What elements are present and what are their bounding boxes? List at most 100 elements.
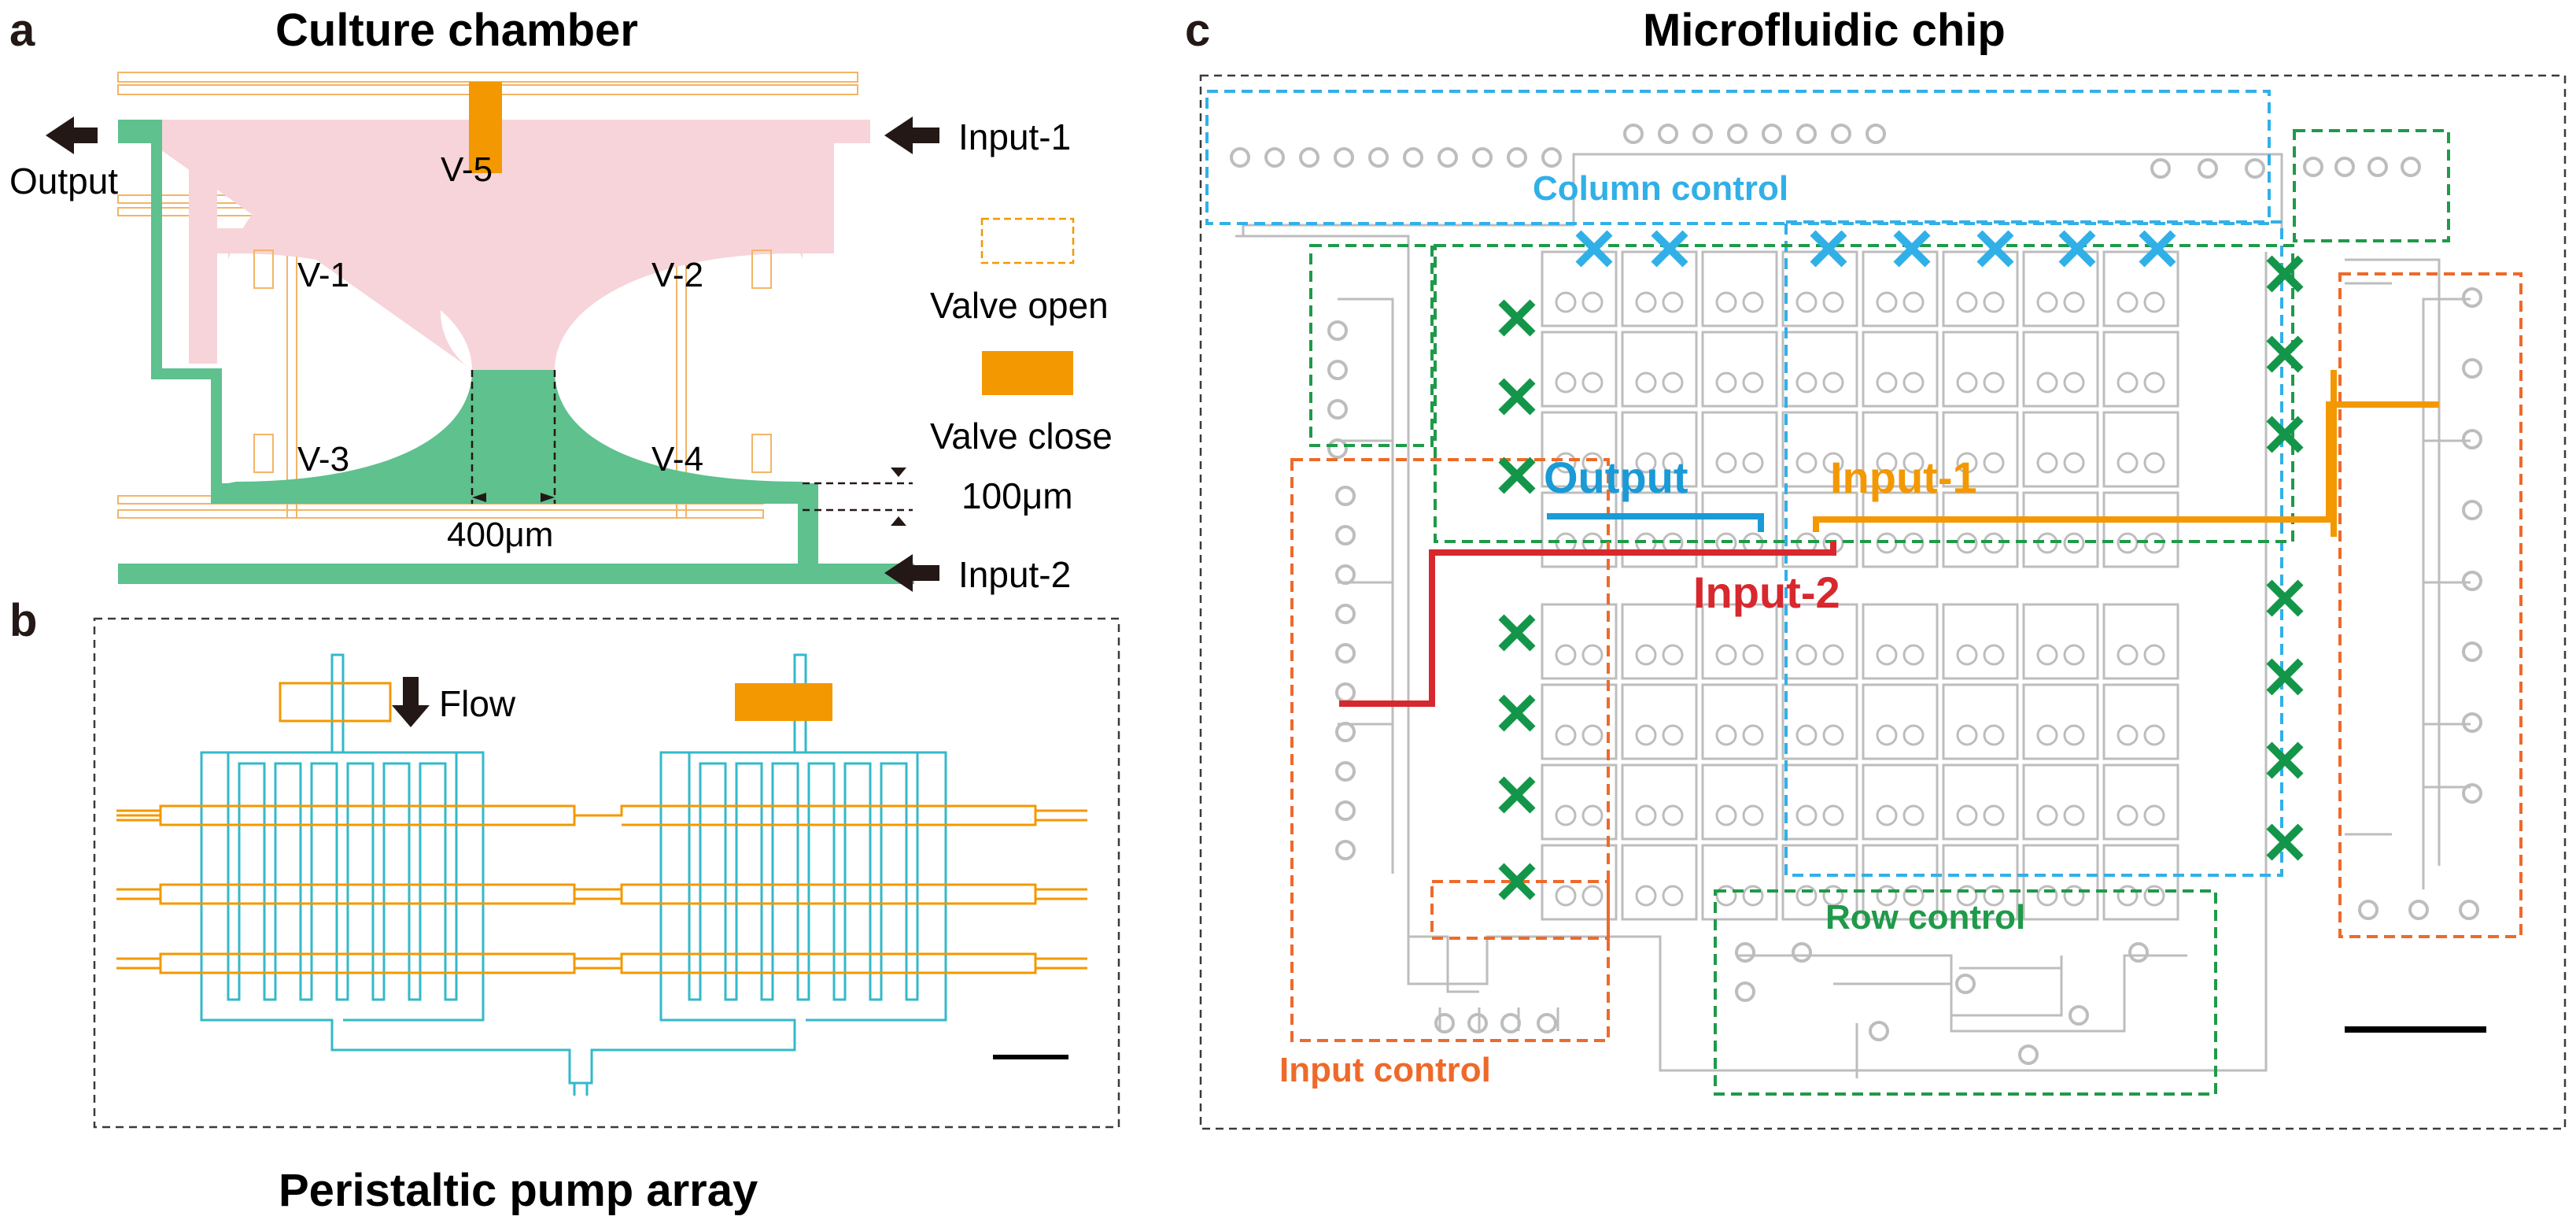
chamber-well [1715, 804, 1737, 826]
chamber-well [1822, 452, 1844, 474]
chamber-well [2063, 372, 2085, 394]
chamber-well [1635, 804, 1657, 826]
chamber-cell [1541, 763, 1618, 841]
chamber-well [1795, 644, 1818, 666]
chamber-well [2143, 452, 2165, 474]
chamber-well [1555, 804, 1577, 826]
chamber-cell [2102, 683, 2179, 760]
dim-dashes [471, 370, 913, 512]
panel-b-title: Peristaltic pump array [279, 1165, 758, 1216]
chip-routing [1235, 153, 2471, 1078]
panel-a-letter: a [9, 5, 35, 56]
chamber-cell [1942, 331, 2019, 408]
zone-boxes [1205, 90, 2522, 1096]
route-input1 [1813, 401, 2439, 532]
port [2462, 358, 2482, 379]
chamber-well [1662, 291, 1684, 313]
chamber-cell [1621, 603, 1698, 680]
chamber-cell [1621, 763, 1698, 841]
chamber-well [2117, 372, 2139, 394]
chamber-well [1555, 372, 1577, 394]
label-v4: V-4 [651, 440, 703, 479]
chamber-well [1555, 724, 1577, 746]
chamber-well [1902, 724, 1925, 746]
chamber-well [1555, 291, 1577, 313]
legend-valve-close-swatch [982, 351, 1073, 395]
chamber-cell [1942, 683, 2019, 760]
chamber-well [2117, 452, 2139, 474]
chamber-cell [2102, 411, 2179, 488]
panel-b-scalebar [993, 1055, 1068, 1059]
label-route-input2: Input-2 [1693, 567, 1840, 617]
port [1335, 722, 1356, 742]
port [1500, 1013, 1521, 1033]
valve-cross [2266, 823, 2304, 861]
chamber-well [1795, 452, 1818, 474]
chamber-cell [1862, 683, 1939, 760]
port [1368, 147, 1389, 168]
chamber-well [2143, 644, 2165, 666]
chamber-cell [1541, 603, 1618, 680]
valve-cross [1498, 614, 1536, 652]
port [1335, 761, 1356, 782]
chamber-well [2063, 532, 2085, 554]
chamber-well [2063, 452, 2085, 474]
chamber-well [1581, 291, 1604, 313]
chamber-cell [2102, 250, 2179, 327]
chamber-well [2063, 804, 2085, 826]
chamber-well [1795, 291, 1818, 313]
chamber-well [1555, 885, 1577, 907]
chamber-cell [1862, 331, 1939, 408]
zone-column-control-extension [1784, 220, 2283, 877]
chamber-well [1715, 724, 1737, 746]
valve-cross [1498, 457, 1536, 494]
chamber-cell [1541, 331, 1618, 408]
label-column-control: Column control [1533, 169, 1788, 208]
chamber-cell [1781, 331, 1858, 408]
chamber-well [1983, 372, 2005, 394]
port [1507, 147, 1527, 168]
chamber-well [2117, 291, 2139, 313]
chamber-well [1902, 885, 1925, 907]
chamber-well [1662, 724, 1684, 746]
chamber-cell [1942, 844, 2019, 921]
port [1437, 147, 1458, 168]
label-v2: V-2 [651, 256, 703, 294]
port [2303, 157, 2323, 177]
zone-top-right-green-box [2293, 129, 2450, 242]
chamber-well [1902, 644, 1925, 666]
chamber-well [1822, 291, 1844, 313]
chamber-well [1956, 804, 1978, 826]
panel-a: a Culture chamber [9, 5, 1113, 595]
valve-cross [1498, 776, 1536, 814]
chamber-cell [1862, 763, 1939, 841]
zone-row-control-box [1714, 889, 2217, 1096]
chamber-well [1822, 804, 1844, 826]
chamber-well [2117, 885, 2139, 907]
valve-cross [1575, 230, 1613, 268]
chamber-cell [1621, 411, 1698, 488]
port [1796, 124, 1817, 144]
flow-arrow [392, 677, 430, 727]
chamber-well [1742, 372, 1764, 394]
port [1869, 1021, 1889, 1041]
chamber-well [2036, 372, 2058, 394]
chamber-cell [1942, 603, 2019, 680]
port [2408, 900, 2429, 920]
port [1735, 981, 1755, 1002]
port [1403, 147, 1423, 168]
label-route-output: Output [1544, 453, 1688, 502]
chamber-well [1983, 804, 2005, 826]
chamber-well [1956, 452, 1978, 474]
chamber-cell [1701, 411, 1778, 488]
label-flow: Flow [439, 683, 516, 724]
chamber-well [1662, 452, 1684, 474]
chamber-cell [1621, 250, 1698, 327]
port [1955, 974, 1976, 994]
chamber-cell [2022, 683, 2099, 760]
chamber-well [1983, 724, 2005, 746]
label-100um: 100μm [961, 475, 1073, 516]
label-input-control: Input control [1279, 1051, 1491, 1089]
port [1327, 360, 1348, 380]
chamber-cell [1781, 491, 1858, 568]
